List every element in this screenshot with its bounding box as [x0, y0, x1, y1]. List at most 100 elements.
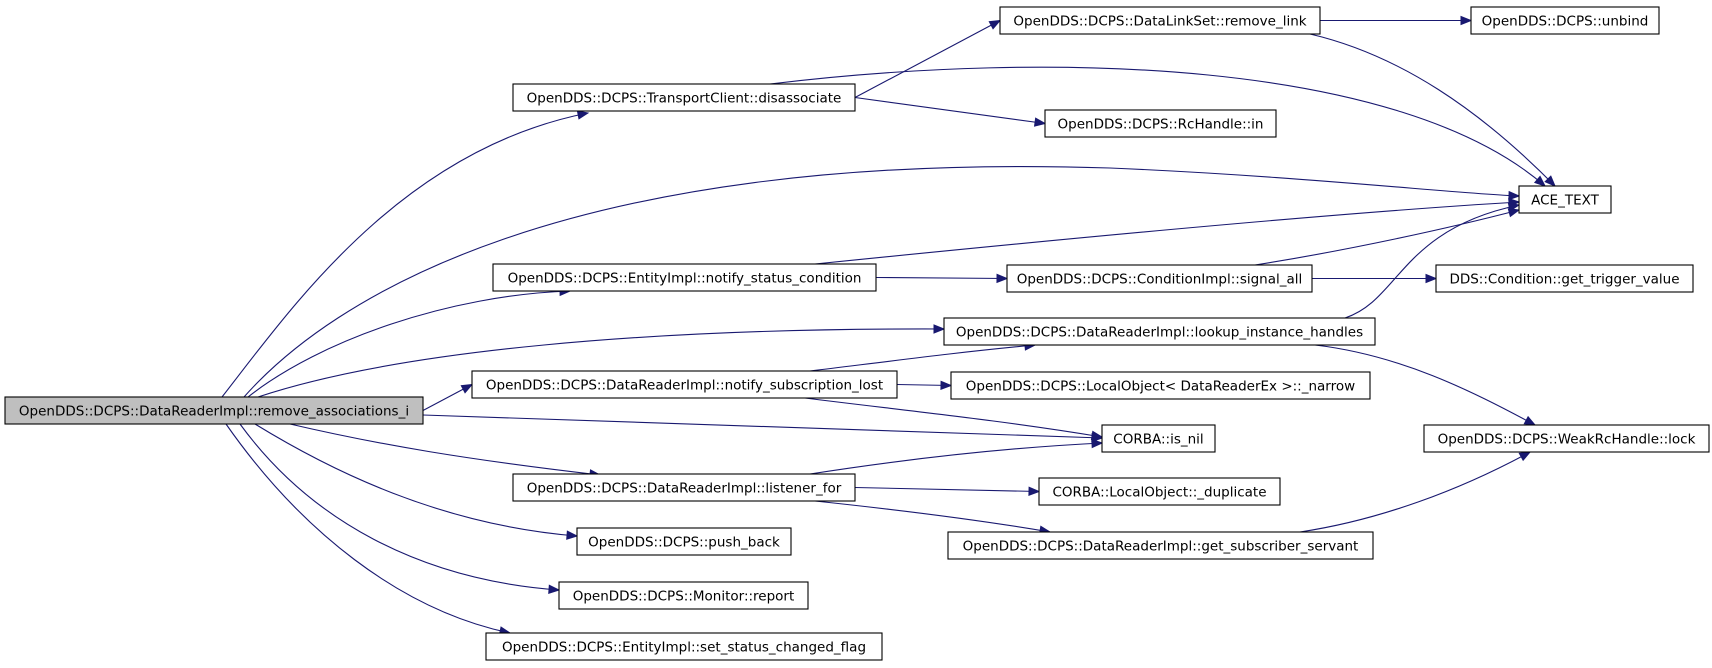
edge-root-to-pushback — [254, 423, 579, 540]
node-label: OpenDDS::DCPS::Monitor::report — [573, 589, 795, 605]
node-label: OpenDDS::DCPS::DataLinkSet::remove_link — [1013, 14, 1306, 30]
edge-lookup-to-weaklock — [1314, 344, 1537, 426]
node-box — [471, 370, 898, 399]
edge-arrowhead — [1518, 451, 1532, 462]
edge-notifystat-to-signal — [875, 273, 1009, 284]
edge-line — [814, 500, 1051, 533]
node-label: ACE_TEXT — [1531, 193, 1599, 209]
node-root[interactable]: OpenDDS::DCPS::DataReaderImpl::remove_as… — [4, 396, 424, 425]
edge-line — [221, 112, 589, 398]
edge-root-to-report — [239, 423, 561, 594]
node-acetext[interactable]: ACE_TEXT — [1518, 185, 1612, 214]
node-notifysub[interactable]: OpenDDS::DCPS::DataReaderImpl::notify_su… — [471, 370, 898, 399]
edge-line — [854, 486, 1040, 493]
edge-getsub-to-weaklock — [1299, 451, 1532, 533]
edge-arrowhead — [988, 19, 1002, 30]
node-unbind[interactable]: OpenDDS::DCPS::unbind — [1470, 6, 1660, 35]
edge-line — [1254, 209, 1520, 266]
node-box — [1423, 424, 1710, 453]
edge-line — [804, 397, 1103, 438]
edge-removelink-to-acetext — [1309, 33, 1556, 187]
node-label: OpenDDS::DCPS::DataReaderImpl::remove_as… — [19, 404, 409, 420]
edge-line — [247, 290, 571, 398]
edge-arrowhead — [576, 110, 590, 120]
node-box — [1038, 477, 1281, 506]
edge-arrowhead — [1425, 273, 1438, 284]
node-report[interactable]: OpenDDS::DCPS::Monitor::report — [558, 581, 809, 610]
node-label: OpenDDS::DCPS::TransportClient::disassoc… — [527, 91, 842, 107]
edge-root-to-acetext — [243, 166, 1521, 398]
node-isnil[interactable]: CORBA::is_nil — [1101, 424, 1216, 453]
edge-arrowhead — [1533, 175, 1547, 187]
edge-line — [854, 20, 1001, 98]
node-box — [558, 581, 809, 610]
node-lookup[interactable]: OpenDDS::DCPS::DataReaderImpl::lookup_in… — [943, 317, 1376, 346]
edge-lookup-to-acetext — [1344, 202, 1521, 319]
node-label: OpenDDS::DCPS::DataReaderImpl::listener_… — [527, 481, 842, 497]
edge-listener-to-getsub — [814, 500, 1052, 535]
edge-root-to-setflag — [225, 423, 512, 636]
edge-line — [1314, 344, 1536, 426]
node-setflag[interactable]: OpenDDS::DCPS::EntityImpl::set_status_ch… — [485, 632, 883, 661]
node-label: OpenDDS::DCPS::LocalObject< DataReaderEx… — [966, 379, 1355, 395]
node-duplicate[interactable]: CORBA::LocalObject::_duplicate — [1038, 477, 1281, 506]
node-weaklock[interactable]: OpenDDS::DCPS::WeakRcHandle::lock — [1423, 424, 1710, 453]
edge-arrowhead — [1460, 15, 1473, 26]
node-box — [1006, 264, 1313, 293]
node-removelink[interactable]: OpenDDS::DCPS::DataLinkSet::remove_link — [999, 6, 1321, 35]
edge-arrowhead — [1028, 486, 1041, 497]
edge-line — [289, 423, 601, 476]
edge-line — [769, 66, 1546, 187]
edge-line — [257, 328, 945, 398]
edge-signal-to-trigger — [1312, 273, 1438, 284]
edge-root-to-disassoc — [221, 110, 590, 398]
edge-notifysub-to-narrow — [896, 380, 953, 391]
node-label: OpenDDS::DCPS::push_back — [588, 535, 780, 551]
node-trigger[interactable]: DDS::Condition::get_trigger_value — [1435, 264, 1694, 293]
node-pushback[interactable]: OpenDDS::DCPS::push_back — [576, 527, 792, 556]
edge-root-to-isnil — [422, 414, 1104, 443]
node-getsub[interactable]: OpenDDS::DCPS::DataReaderImpl::get_subsc… — [947, 531, 1374, 560]
node-box — [1518, 185, 1612, 214]
edge-arrowhead — [548, 584, 561, 594]
edge-line — [243, 166, 1520, 398]
node-box — [943, 317, 1376, 346]
edge-line — [809, 442, 1103, 475]
node-box — [512, 83, 856, 112]
node-label: CORBA::LocalObject::_duplicate — [1052, 485, 1266, 501]
node-narrow[interactable]: OpenDDS::DCPS::LocalObject< DataReaderEx… — [950, 371, 1371, 400]
node-box — [512, 473, 856, 502]
node-box — [999, 6, 1321, 35]
node-label: OpenDDS::DCPS::RcHandle::in — [1058, 117, 1264, 133]
node-label: DDS::Condition::get_trigger_value — [1449, 272, 1679, 288]
edge-root-to-notifysub — [422, 383, 474, 411]
node-box — [576, 527, 792, 556]
edge-listener-to-duplicate — [854, 486, 1041, 497]
node-label: OpenDDS::DCPS::EntityImpl::set_status_ch… — [502, 640, 866, 656]
node-box — [4, 396, 424, 425]
edge-arrowhead — [1508, 190, 1521, 201]
node-signal[interactable]: OpenDDS::DCPS::ConditionImpl::signal_all — [1006, 264, 1313, 293]
edge-notifysub-to-lookup — [809, 341, 1037, 372]
node-disassoc[interactable]: OpenDDS::DCPS::TransportClient::disassoc… — [512, 83, 856, 112]
edge-arrowhead — [1544, 175, 1556, 187]
node-box — [492, 263, 877, 292]
edge-notifysub-to-isnil — [804, 397, 1104, 440]
node-label: OpenDDS::DCPS::WeakRcHandle::lock — [1438, 432, 1696, 448]
node-label: OpenDDS::DCPS::DataReaderImpl::lookup_in… — [956, 325, 1363, 341]
node-listener[interactable]: OpenDDS::DCPS::DataReaderImpl::listener_… — [512, 473, 856, 502]
edge-line — [875, 276, 1008, 280]
node-rcin[interactable]: OpenDDS::DCPS::RcHandle::in — [1044, 109, 1277, 138]
edge-arrowhead — [933, 324, 946, 334]
edge-arrowhead — [566, 530, 579, 540]
edge-disassoc-to-acetext — [769, 66, 1547, 187]
edge-removelink-to-unbind — [1320, 15, 1473, 26]
edge-disassoc-to-rcin — [854, 96, 1047, 127]
edge-arrowhead — [1523, 415, 1537, 426]
edge-line — [254, 423, 578, 537]
edge-arrowhead — [1090, 430, 1104, 440]
node-notifystat[interactable]: OpenDDS::DCPS::EntityImpl::notify_status… — [492, 263, 877, 292]
edge-arrowhead — [1507, 202, 1521, 212]
node-box — [950, 371, 1371, 400]
